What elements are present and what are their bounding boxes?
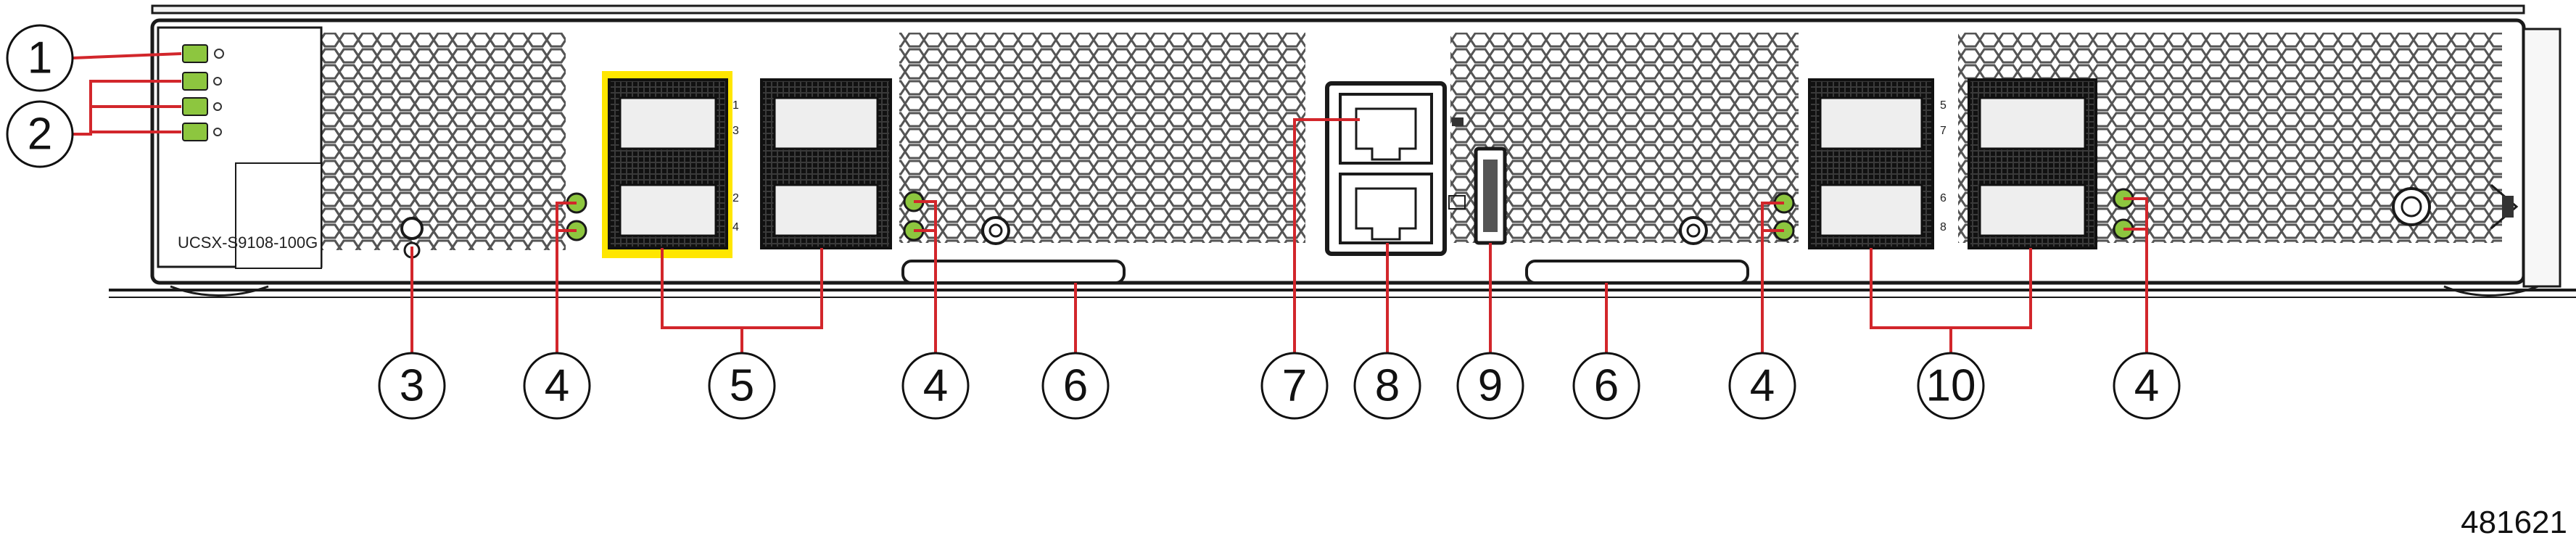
rj45-ports[interactable]	[1325, 81, 1464, 256]
svg-text:1: 1	[28, 33, 52, 83]
callout-4-c: 4	[1728, 352, 1796, 420]
callout-1: 1	[6, 24, 74, 92]
reset-button[interactable]	[400, 217, 424, 259]
port-number-1: 1	[732, 99, 739, 112]
status-led-module: UCSX-S9108-100G	[157, 26, 323, 269]
port-number-2: 2	[732, 192, 739, 204]
port-number-5: 5	[1940, 99, 1947, 112]
port-number-6: 6	[1940, 192, 1947, 204]
system-led-1	[182, 72, 208, 91]
system-led-3	[182, 123, 208, 141]
status-led	[182, 44, 208, 63]
callout-4-a: 4	[523, 352, 591, 420]
ground-icon	[2490, 183, 2519, 230]
port-number-3: 3	[732, 125, 739, 137]
svg-text:8: 8	[1375, 361, 1400, 411]
svg-text:6: 6	[1063, 361, 1088, 411]
svg-text:6: 6	[1594, 361, 1619, 411]
callout-10: 10	[1917, 352, 1985, 420]
callout-5: 5	[708, 352, 776, 420]
captive-screws	[981, 187, 2431, 245]
qsfp-ports-right[interactable]: 5 6 7 8	[1808, 78, 2097, 249]
svg-text:4: 4	[2134, 361, 2159, 411]
port-number-7: 7	[1940, 125, 1947, 137]
qsfp-ports-left[interactable]: 1 2 3 4	[602, 71, 892, 258]
svg-text:4: 4	[545, 361, 569, 411]
port-number-4: 4	[732, 221, 739, 233]
callouts: 1 2 3 4 5 4 6 7	[6, 24, 2181, 420]
svg-text:2: 2	[28, 109, 52, 160]
callout-3: 3	[378, 352, 446, 420]
system-led-2	[182, 97, 208, 116]
callout-4-b: 4	[901, 352, 970, 420]
callout-9: 9	[1456, 352, 1524, 420]
ejector-handles[interactable]	[901, 260, 1749, 284]
svg-text:5: 5	[730, 361, 754, 411]
model-label: UCSX-S9108-100G	[178, 233, 318, 252]
svg-text:3: 3	[400, 361, 424, 411]
svg-text:4: 4	[923, 361, 948, 411]
callout-4-d: 4	[2113, 352, 2181, 420]
svg-text:10: 10	[1926, 361, 1976, 411]
svg-text:7: 7	[1282, 361, 1307, 411]
callout-6-b: 6	[1572, 352, 1640, 420]
svg-text:9: 9	[1478, 361, 1503, 411]
callout-8: 8	[1353, 352, 1421, 420]
callout-7: 7	[1260, 352, 1329, 420]
leader-lines	[72, 52, 2148, 357]
callout-6-a: 6	[1041, 352, 1110, 420]
svg-text:4: 4	[1750, 361, 1775, 411]
port-number-8: 8	[1940, 221, 1947, 233]
callout-2: 2	[6, 100, 74, 168]
figure-id: 481621	[2461, 505, 2567, 540]
